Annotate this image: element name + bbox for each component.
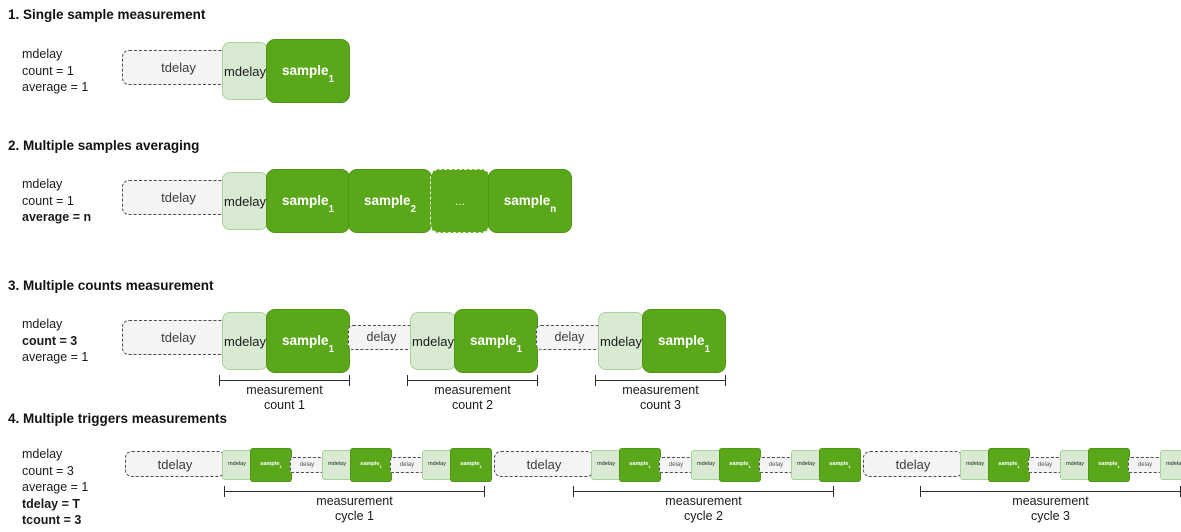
param-line: mdelay (22, 317, 63, 331)
sample-block[interactable]: sample1 (266, 39, 350, 103)
param-line: average = 1 (22, 80, 89, 94)
mdelay-block[interactable]: mdelay (222, 172, 268, 230)
bracket-tick-right (349, 375, 350, 386)
bracket-tick-left (224, 486, 225, 497)
section-2-params: mdelay count = 1 average = n (22, 176, 91, 226)
mdelay-block[interactable]: mdelay (960, 450, 990, 480)
bracket-label: measurement count 3 (622, 383, 699, 412)
bracket-tick-right (484, 486, 485, 497)
param-line: mdelay (22, 47, 63, 61)
mdelay-block[interactable]: mdelay (598, 312, 644, 370)
sample-block[interactable]: sample1 (719, 448, 761, 482)
tdelay-block[interactable]: tdelay (122, 320, 235, 355)
section-1-title: 1. Single sample measurement (8, 7, 206, 22)
bracket-label: measurement cycle 1 (316, 494, 393, 523)
param-line: mdelay (22, 447, 63, 461)
sample-block[interactable]: sample1 (988, 448, 1030, 482)
sample-block[interactable]: sample1 (250, 448, 292, 482)
bracket-tick-right (833, 486, 834, 497)
bracket-tick-right (725, 375, 726, 386)
bracket-tick-left (595, 375, 596, 386)
sample-block[interactable]: sample1 (819, 448, 861, 482)
mdelay-block[interactable]: mdelay (591, 450, 621, 480)
tdelay-block[interactable]: tdelay (863, 451, 963, 477)
mdelay-block[interactable]: mdelay (410, 312, 456, 370)
sample-block[interactable]: sample1 (266, 309, 350, 373)
bracket-tick-left (219, 375, 220, 386)
bracket-label: measurement count 1 (246, 383, 323, 412)
section-1-params: mdelay count = 1 average = 1 (22, 46, 88, 96)
delay-block[interactable]: delay (1028, 457, 1062, 473)
bracket-tick-right (537, 375, 538, 386)
param-line: average = n (22, 210, 92, 224)
sample-block[interactable]: sample1 (1088, 448, 1130, 482)
mdelay-block[interactable]: mdelay (222, 450, 252, 480)
section-2-title: 2. Multiple samples averaging (8, 138, 200, 153)
sample-block[interactable]: samplen (488, 169, 572, 233)
param-line: count = 3 (22, 333, 78, 348)
delay-block[interactable]: delay (390, 457, 424, 473)
mdelay-block[interactable]: mdelay (691, 450, 721, 480)
section-3-title: 3. Multiple counts measurement (8, 278, 214, 293)
sample-block[interactable]: sample1 (350, 448, 392, 482)
bracket-label: measurement count 2 (434, 383, 511, 412)
delay-block[interactable]: delay (348, 325, 415, 350)
bracket-bar (224, 491, 485, 492)
delay-block[interactable]: delay (1128, 457, 1162, 473)
delay-block[interactable]: delay (759, 457, 793, 473)
bracket-bar (407, 380, 538, 381)
bracket-bar (219, 380, 350, 381)
bracket-bar (920, 491, 1181, 492)
mdelay-block[interactable]: mdelay (222, 312, 268, 370)
param-line: average = 1 (22, 480, 89, 494)
bracket-bar (595, 380, 726, 381)
sample-ellipsis-block[interactable]: ... (430, 169, 490, 233)
bracket-tick-left (573, 486, 574, 497)
sample-block[interactable]: sample1 (642, 309, 726, 373)
bracket-label: measurement cycle 3 (1012, 494, 1089, 523)
param-line: average = 1 (22, 350, 89, 364)
tdelay-block[interactable]: tdelay (122, 180, 235, 215)
bracket-tick-left (920, 486, 921, 497)
bracket-bar (573, 491, 834, 492)
tdelay-block[interactable]: tdelay (494, 451, 594, 477)
section-4-params: mdelay count = 3 average = 1 tdelay = T … (22, 446, 88, 529)
sample-block[interactable]: sample1 (454, 309, 538, 373)
mdelay-block[interactable]: mdelay (422, 450, 452, 480)
bracket-tick-left (407, 375, 408, 386)
sample-block[interactable]: sample1 (450, 448, 492, 482)
mdelay-block[interactable]: mdelay (1160, 450, 1181, 480)
mdelay-block[interactable]: mdelay (1060, 450, 1090, 480)
sample-block[interactable]: sample1 (619, 448, 661, 482)
param-line: count = 1 (22, 63, 74, 78)
mdelay-block[interactable]: mdelay (222, 42, 268, 100)
param-line: tcount = 3 (22, 513, 82, 527)
param-line: count = 3 (22, 463, 74, 478)
param-line: tdelay = T (22, 496, 81, 511)
sample-block[interactable]: sample2 (348, 169, 432, 233)
bracket-label: measurement cycle 2 (665, 494, 742, 523)
section-4-title: 4. Multiple triggers measurements (8, 411, 228, 426)
delay-block[interactable]: delay (536, 325, 603, 350)
delay-block[interactable]: delay (659, 457, 693, 473)
tdelay-block[interactable]: tdelay (125, 451, 225, 477)
param-line: mdelay (22, 177, 63, 191)
sample-block[interactable]: sample1 (266, 169, 350, 233)
mdelay-block[interactable]: mdelay (322, 450, 352, 480)
delay-block[interactable]: delay (290, 457, 324, 473)
param-line: count = 1 (22, 193, 74, 208)
section-3-params: mdelay count = 3 average = 1 (22, 316, 88, 366)
tdelay-block[interactable]: tdelay (122, 50, 235, 85)
mdelay-block[interactable]: mdelay (791, 450, 821, 480)
